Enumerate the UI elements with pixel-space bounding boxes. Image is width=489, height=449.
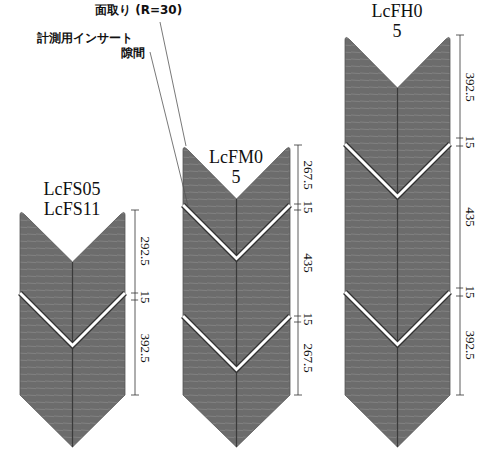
specimen-name: LcFH0 5 xyxy=(366,2,427,42)
leader-lines xyxy=(150,22,188,206)
dimension-value: 392.5 xyxy=(463,71,477,102)
callout-label: 計測用インサート xyxy=(37,32,133,45)
dimension-value: 267.5 xyxy=(301,342,315,373)
callout-label: 隙間 xyxy=(121,47,145,60)
gap-line xyxy=(20,293,125,346)
specimen-column xyxy=(345,38,450,448)
dimension-line xyxy=(460,35,461,395)
dimension-value: 15 xyxy=(301,312,315,327)
gap-line xyxy=(345,144,450,197)
dimension-value: 15 xyxy=(463,285,477,300)
dimension-line xyxy=(298,145,299,395)
specimen-column xyxy=(183,148,290,448)
gap-line xyxy=(183,205,290,259)
dimension-value: 267.5 xyxy=(301,159,315,190)
dimension-value: 15 xyxy=(463,135,477,150)
dimension-value: 392.5 xyxy=(463,329,477,360)
dimension-value: 392.5 xyxy=(138,332,152,363)
dimension-value: 435 xyxy=(463,206,477,228)
dimension-line xyxy=(135,210,136,395)
callout-label: 面取り (R=30) xyxy=(95,4,182,17)
dimension-value: 15 xyxy=(301,200,315,215)
specimen-name: LcFM0 5 xyxy=(205,148,266,188)
specimen-name: LcFS11 xyxy=(44,200,100,220)
dimension-value: 15 xyxy=(138,290,152,305)
gap-line xyxy=(345,292,450,345)
specimen-column xyxy=(20,213,125,448)
dimension-value: 292.5 xyxy=(138,235,152,266)
specimen-name: LcFS05 xyxy=(43,180,100,200)
gap-line xyxy=(183,316,290,370)
dimension-value: 435 xyxy=(301,252,315,274)
